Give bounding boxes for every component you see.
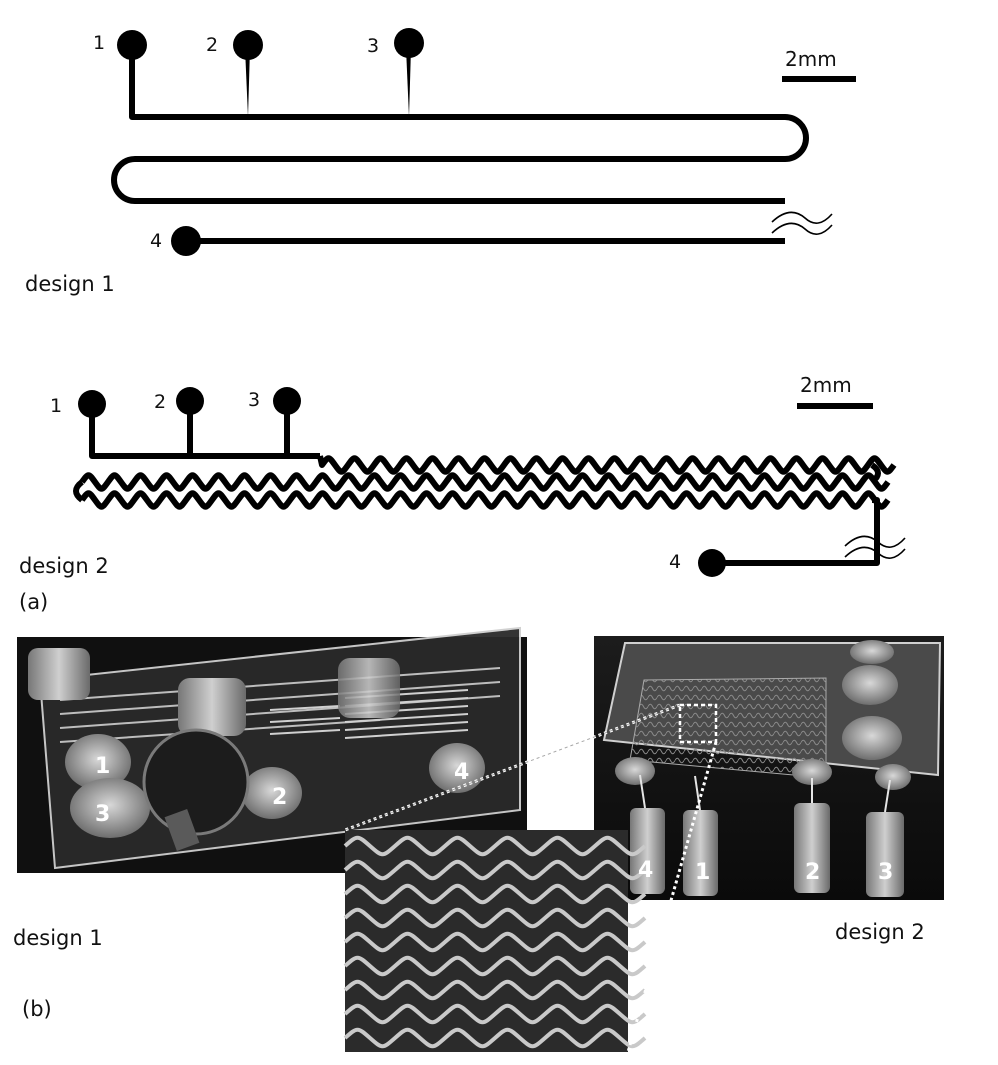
- sem-channel-row: [343, 955, 647, 977]
- sem-channel-row: [343, 883, 647, 905]
- sem-channel-row: [343, 859, 647, 881]
- sem-channel-row: [343, 1027, 647, 1049]
- design2-port-3: [273, 387, 301, 415]
- photo2-port-label-2: 2: [805, 860, 821, 885]
- design1-stem-2: [245, 48, 250, 117]
- design1-port-1: [117, 30, 147, 60]
- sem-channel-row: [343, 931, 647, 953]
- design1-port-label-2: 2: [206, 34, 219, 56]
- photo1-port-label-3: 3: [95, 802, 111, 827]
- design1-break-mark: [771, 211, 833, 235]
- photo1-caption: design 1: [13, 926, 103, 950]
- design2-right-connector: [712, 497, 880, 566]
- design2-port-label-2: 2: [154, 391, 167, 413]
- photo2-zoom-box: [678, 703, 718, 744]
- design2-port-label-1: 1: [50, 395, 63, 417]
- design1-caption: design 1: [25, 272, 115, 296]
- design2-scale-label: 2mm: [800, 373, 852, 397]
- design2-port-2: [176, 387, 204, 415]
- panel-a-label: (a): [19, 590, 49, 614]
- design2-inlet-manifold: [89, 404, 320, 459]
- panel-b-label: (b): [22, 997, 52, 1021]
- sem-channel-row: [343, 907, 647, 929]
- design1-port-label-3: 3: [367, 35, 380, 57]
- photo1-port-label-4: 4: [454, 760, 470, 785]
- design1-channel: [111, 48, 809, 204]
- photo1-port-label-2: 2: [272, 785, 288, 810]
- design2-port-label-3: 3: [248, 389, 261, 411]
- sem-channel-row: [343, 1003, 647, 1025]
- design1-port-4: [171, 226, 201, 256]
- photo1-port-label-1: 1: [95, 754, 111, 779]
- design1-port-2: [233, 30, 263, 60]
- design2-port-label-4: 4: [669, 551, 682, 573]
- design2-serpentine-row-3: [73, 479, 891, 510]
- sem-channel-row: [343, 979, 647, 1001]
- design2-port-1: [78, 390, 106, 418]
- design2-break-mark: [844, 535, 906, 559]
- sem-inset: [343, 830, 647, 1052]
- design2-serpentine-row-1: [317, 455, 897, 475]
- sem-channel-row: [343, 835, 647, 857]
- design1-stem-3: [406, 48, 411, 117]
- photo-design2: [594, 636, 944, 900]
- photo2-caption: design 2: [835, 920, 925, 944]
- photo2-port-label-4: 4: [638, 858, 654, 883]
- design1-port-3: [394, 28, 424, 58]
- design1-scale-label: 2mm: [785, 47, 837, 71]
- design2-port-4: [698, 549, 726, 577]
- design2-scale-bar: [797, 403, 873, 409]
- photo2-port-label-3: 3: [878, 860, 894, 885]
- design1-scale-bar: [782, 76, 856, 82]
- design1-port-label-1: 1: [93, 32, 106, 54]
- design1-port-label-4: 4: [150, 230, 163, 252]
- design2-serpentine-row-2: [79, 462, 891, 492]
- photo2-port-label-1: 1: [695, 860, 711, 885]
- design2-caption: design 2: [19, 554, 109, 578]
